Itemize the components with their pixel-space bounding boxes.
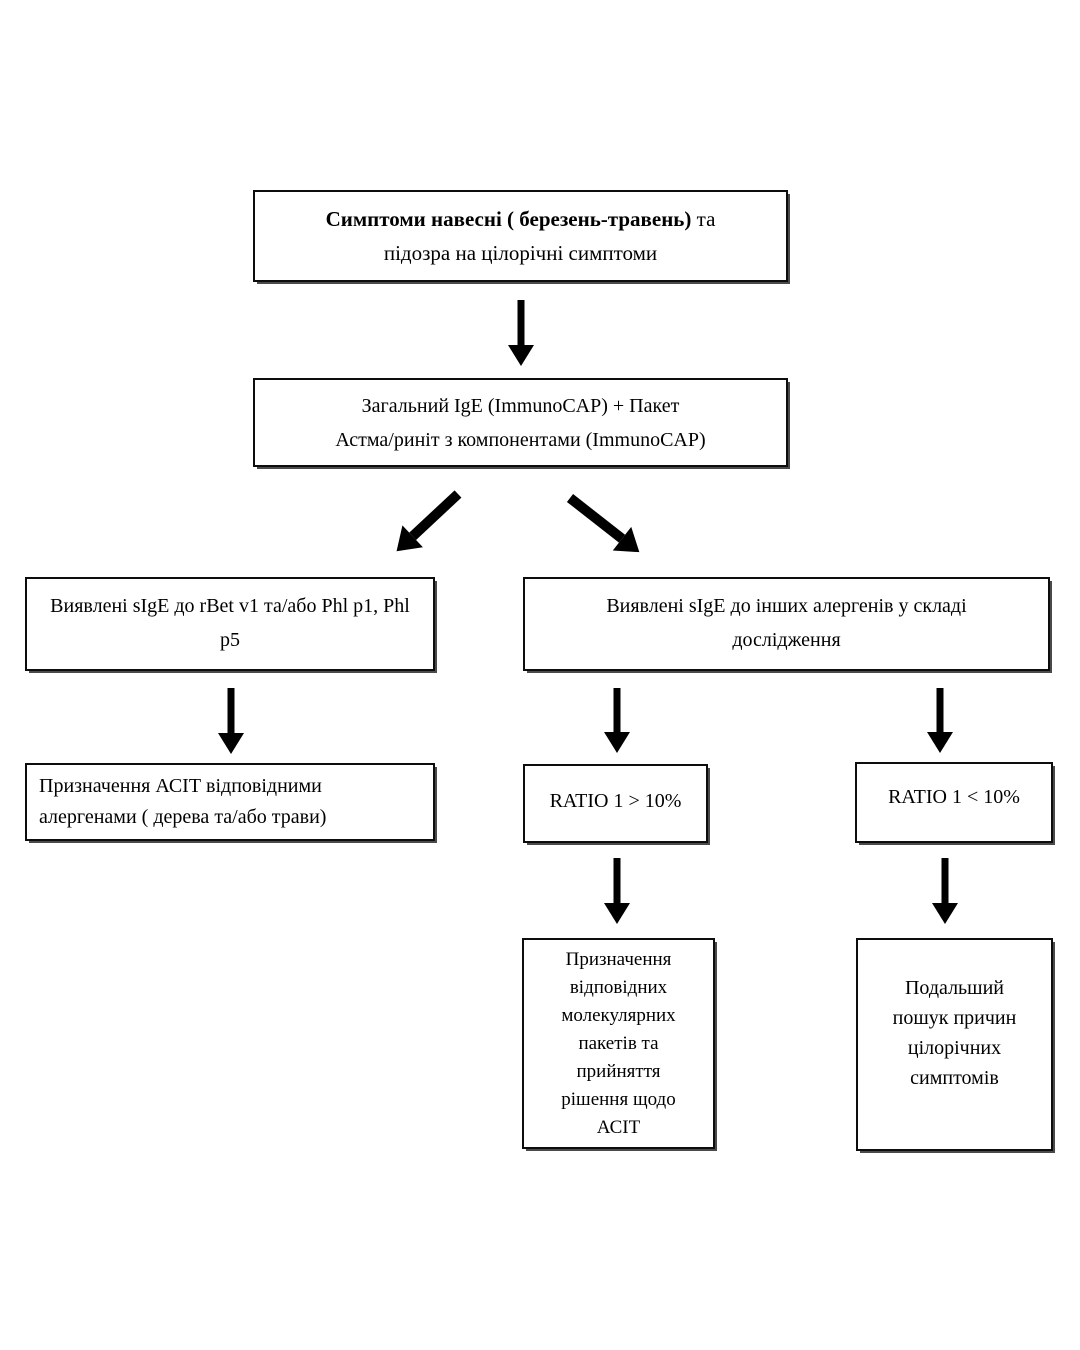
arrow-stem [941,858,949,903]
arrow-stem [613,858,621,903]
node-molecular-line: пакетів та [578,1032,659,1054]
arrow-head-icon [218,733,244,754]
arrow-stem [517,300,525,345]
node-asit-line1: Призначення АСІТ відповідними [39,775,322,797]
node-molecular-panels: Призначення відповідних молекулярних пак… [522,938,715,1149]
node-further-search-line: пошук причин [892,1006,1017,1029]
node-ratio-lt-text: RATIO 1 < 10% [888,786,1020,808]
node-further-search: Подальший пошук причин цілорічних симпто… [856,938,1053,1151]
node-symptoms-line2: підозра на цілорічні симптоми [383,241,658,265]
node-molecular-line: АСІТ [596,1116,641,1138]
node-further-search-line: Подальший [904,976,1004,999]
arrow-ratio-gt-to-molecular [604,858,630,924]
node-ratio-gt: RATIO 1 > 10% [523,764,708,843]
node-sige-components: Виявлені sIgE до rBet v1 та/або Phl p1, … [25,577,435,671]
arrow-head-icon [604,732,630,753]
node-symptoms-rest-text: та [691,207,716,231]
arrow-sige-components-to-asit [218,688,244,754]
node-ige-panel-line1: Загальний IgE (ImmunoCAP) + Пакет [361,394,680,417]
arrow-head-icon [927,732,953,753]
node-ratio-gt-text: RATIO 1 > 10% [549,790,682,812]
node-ige-panel-line2: Астма/риніт з компонентами (ImmunoCAP) [335,428,706,451]
arrow-stem [613,688,621,732]
arrow-sige-other-to-ratio-lt [927,688,953,753]
node-symptoms-bold-text: Симптоми навесні ( березень-травень) [325,207,692,231]
arrow-head-icon [932,903,958,924]
node-sige-components-line1: Виявлені sIgE до rBet v1 та/або Phl p1, … [50,595,410,617]
arrow-ige-panel-to-sige-other [561,486,649,564]
node-further-search-line: цілорічних [907,1036,1002,1059]
node-symptoms: Симптоми навесні ( березень-травень) та … [253,190,788,282]
arrow-head-icon [604,903,630,924]
node-sige-components-line2: p5 [220,629,240,651]
node-sige-other-line2: дослідження [732,629,841,651]
node-asit-prescription: Призначення АСІТ відповідними алергенами… [25,763,435,841]
node-sige-other-line1: Виявлені sIgE до інших алергенів у склад… [606,595,967,617]
node-asit-line2: алергенами ( дерева та/або трави) [39,806,327,828]
node-sige-other: Виявлені sIgE до інших алергенів у склад… [523,577,1050,671]
node-ige-panel: Загальний IgE (ImmunoCAP) + Пакет Астма/… [253,378,788,467]
node-symptoms-line1: Симптоми навесні ( березень-травень) та [326,202,716,236]
arrow-stem [409,490,462,540]
node-molecular-line: молекулярних [561,1004,676,1026]
arrow-ige-panel-to-sige-components [386,483,468,563]
arrow-sige-other-to-ratio-gt [604,688,630,753]
arrow-stem [227,688,235,733]
arrow-stem [566,494,626,543]
node-molecular-line: відповідних [569,976,668,998]
node-molecular-line: прийняття [576,1060,661,1082]
node-further-search-line: симптомів [910,1066,999,1089]
arrow-ratio-lt-to-further-search [932,858,958,924]
arrow-head-icon [508,345,534,366]
node-molecular-line: Призначення [565,948,672,970]
arrow-symptoms-to-ige-panel [508,300,534,366]
arrow-stem [936,688,944,732]
node-molecular-line: рішення щодо [561,1088,676,1110]
node-ratio-lt: RATIO 1 < 10% [855,762,1053,843]
